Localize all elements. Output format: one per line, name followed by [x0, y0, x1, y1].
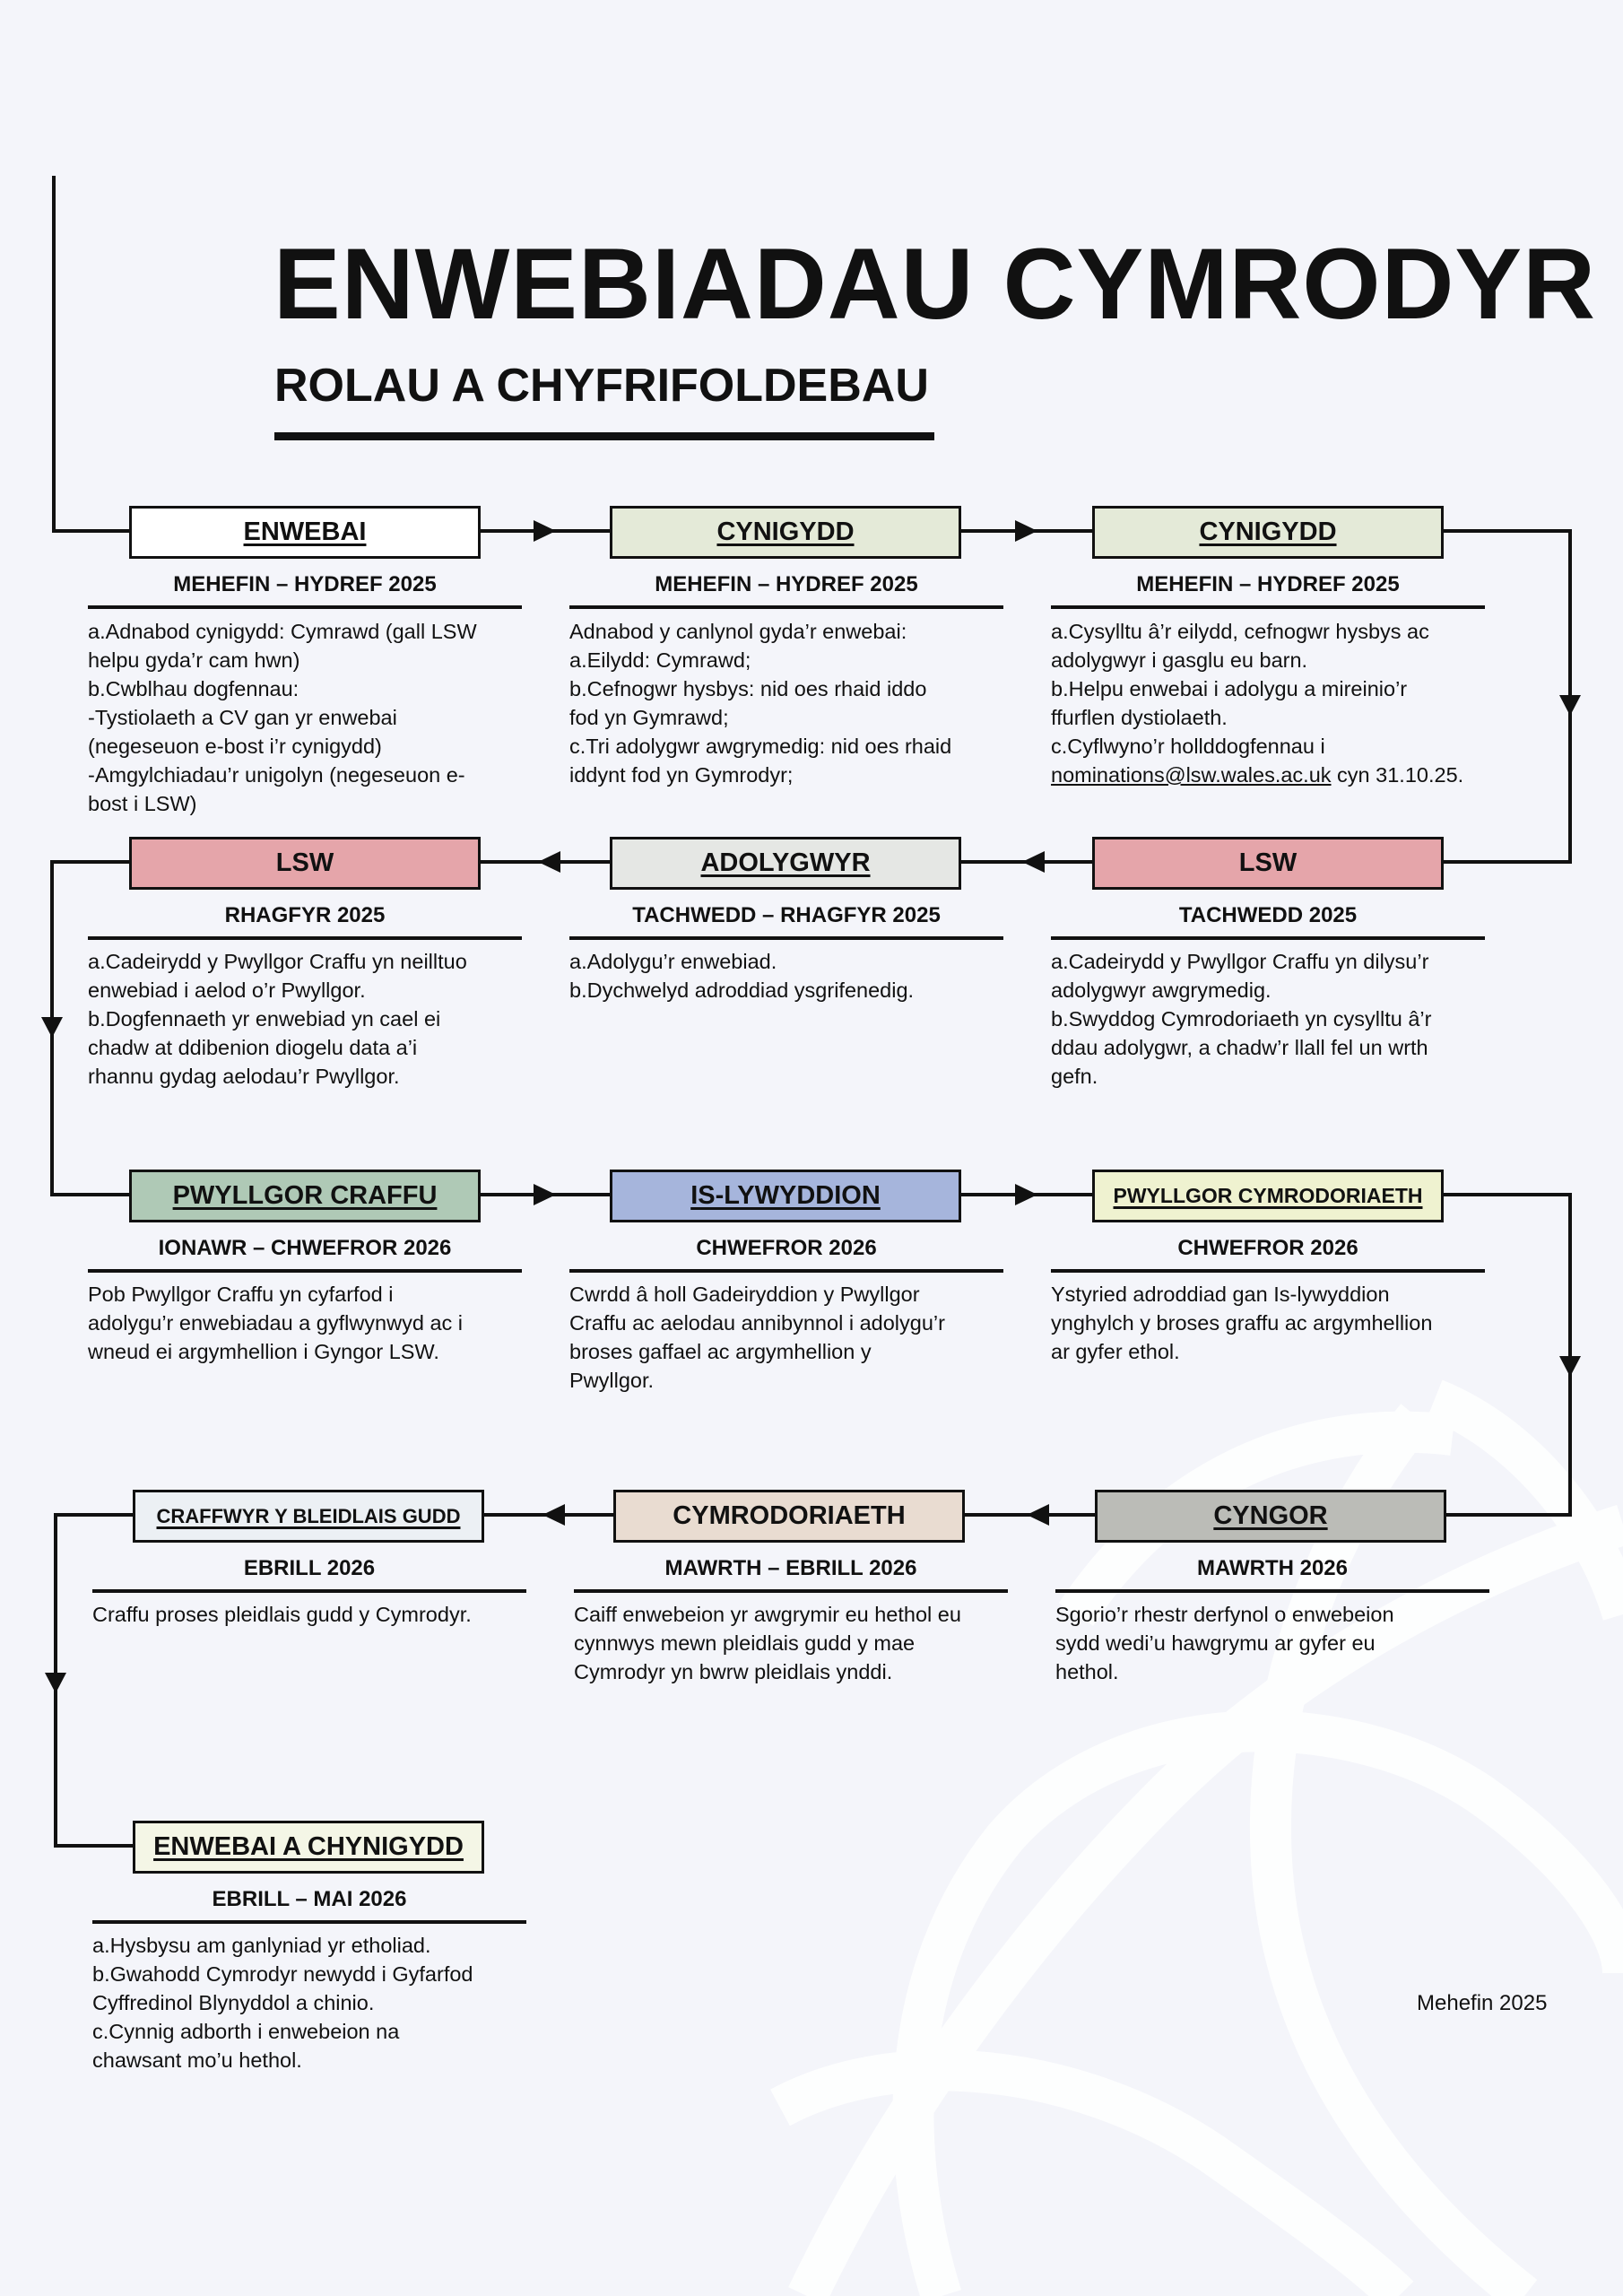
step-label: CYMRODORIAETH — [673, 1501, 906, 1530]
step-label: PWYLLGOR CRAFFU — [172, 1181, 438, 1210]
step-description: Ystyried adroddiad gan Is-lywyddion yngh… — [1051, 1283, 1433, 1363]
step-description: Adnabod y canlynol gyda’r enwebai: a.Eil… — [569, 620, 952, 787]
step-date: MAWRTH 2026 — [1196, 1556, 1349, 1580]
step-divider — [88, 936, 522, 940]
step-text-after: cyn 31.10.25. — [1331, 763, 1464, 787]
step-label: CRAFFWYR Y BLEIDLAIS GUDD — [156, 1504, 461, 1527]
step-description: a.Adolygu’r enwebiad. b.Dychwelyd adrodd… — [569, 950, 915, 1002]
step-date: TACHWEDD 2025 — [1178, 903, 1358, 927]
step-box-enwebai-a-chynigydd: ENWEBAI A CHYNIGYDD — [133, 1821, 484, 1874]
step-box-adolygwyr: ADOLYGWYR — [610, 837, 961, 890]
step-divider — [1051, 605, 1485, 609]
title-divider — [274, 432, 934, 440]
step-divider — [1055, 1589, 1489, 1593]
step-date: IONAWR – CHWEFROR 2026 — [158, 1236, 452, 1260]
page-title: ENWEBIADAU CYMRODYR — [273, 228, 1596, 340]
step-divider — [92, 1920, 526, 1924]
step-description: a.Hysbysu am ganlyniad yr etholiad. b.Gw… — [92, 1934, 473, 2072]
step-divider — [574, 1589, 1008, 1593]
step-label: ENWEBAI — [243, 517, 367, 546]
step-description: Cwrdd â holl Gadeiryddion y Pwyllgor Cra… — [569, 1283, 945, 1392]
step-box-cynigydd: CYNIGYDD — [610, 506, 961, 559]
step-date: MEHEFIN – HYDREF 2025 — [173, 572, 437, 596]
step-date: MEHEFIN – HYDREF 2025 — [655, 572, 918, 596]
step-description: a.Cadeirydd y Pwyllgor Craffu yn neilltu… — [88, 950, 467, 1088]
step-date: MEHEFIN – HYDREF 2025 — [1136, 572, 1400, 596]
step-description: a.Cadeirydd y Pwyllgor Craffu yn dilysu’… — [1051, 950, 1432, 1088]
step-label: IS-LYWYDDION — [690, 1181, 881, 1210]
step-label: LSW — [1238, 848, 1298, 877]
step-date: CHWEFROR 2026 — [1177, 1236, 1358, 1260]
step-box-pwyllgor-craffu: PWYLLGOR CRAFFU — [129, 1170, 481, 1222]
step-divider — [88, 1269, 522, 1273]
step-date: RHAGFYR 2025 — [224, 903, 386, 927]
step-label: ADOLYGWYR — [700, 848, 871, 877]
step-box-cyngor: CYNGOR — [1095, 1490, 1446, 1543]
step-box-pwyllgor-cymrodoriaeth: PWYLLGOR CYMRODORIAETH — [1092, 1170, 1444, 1222]
footer-date: Mehefin 2025 — [1417, 1991, 1548, 2015]
step-box-lsw-2: LSW — [1092, 837, 1444, 890]
step-box-enwebai: ENWEBAI — [129, 506, 481, 559]
step-label: ENWEBAI A CHYNIGYDD — [153, 1832, 464, 1861]
step-label: CYNGOR — [1213, 1501, 1328, 1530]
step-box-is-lywyddion: IS-LYWYDDION — [610, 1170, 961, 1222]
step-text: a.Cysylltu â’r eilydd, cefnogwr hysbys a… — [1051, 620, 1429, 758]
step-date: EBRILL 2026 — [243, 1556, 376, 1580]
step-description: Sgorio’r rhestr derfynol o enwebeion syd… — [1055, 1603, 1394, 1683]
step-divider — [88, 605, 522, 609]
page-subtitle: ROLAU A CHYFRIFOLDEBAU — [274, 360, 929, 412]
step-divider — [92, 1589, 526, 1593]
step-box-lsw: LSW — [129, 837, 481, 890]
step-description: Pob Pwyllgor Craffu yn cyfarfod i adolyg… — [88, 1283, 464, 1363]
step-label: CYNIGYDD — [716, 517, 855, 546]
step-divider — [569, 605, 1003, 609]
step-date: TACHWEDD – RHAGFYR 2025 — [632, 903, 941, 927]
step-divider — [1051, 936, 1485, 940]
step-date: MAWRTH – EBRILL 2026 — [664, 1556, 917, 1580]
step-label: PWYLLGOR CYMRODORIAETH — [1113, 1184, 1423, 1207]
step-description: a.Cysylltu â’r eilydd, cefnogwr hysbys a… — [1051, 617, 1517, 789]
step-box-cymrodoriaeth: CYMRODORIAETH — [613, 1490, 965, 1543]
step-description: Caiff enwebeion yr awgrymir eu hethol eu… — [574, 1603, 961, 1683]
step-box-cynigydd-2: CYNIGYDD — [1092, 506, 1444, 559]
step-date: CHWEFROR 2026 — [696, 1236, 877, 1260]
step-label: CYNIGYDD — [1199, 517, 1337, 546]
step-date: EBRILL – MAI 2026 — [212, 1887, 407, 1911]
email-link[interactable]: nominations@lsw.wales.ac.uk — [1051, 763, 1332, 787]
step-divider — [569, 1269, 1003, 1273]
step-box-craffwyr-y-bleidlais-gudd: CRAFFWYR Y BLEIDLAIS GUDD — [133, 1490, 484, 1543]
step-label: LSW — [275, 848, 334, 877]
step-description: a.Adnabod cynigydd: Cymrawd (gall LSW he… — [88, 620, 477, 815]
step-divider — [569, 936, 1003, 940]
step-divider — [1051, 1269, 1485, 1273]
step-description: Craffu proses pleidlais gudd y Cymrodyr. — [92, 1603, 472, 1626]
